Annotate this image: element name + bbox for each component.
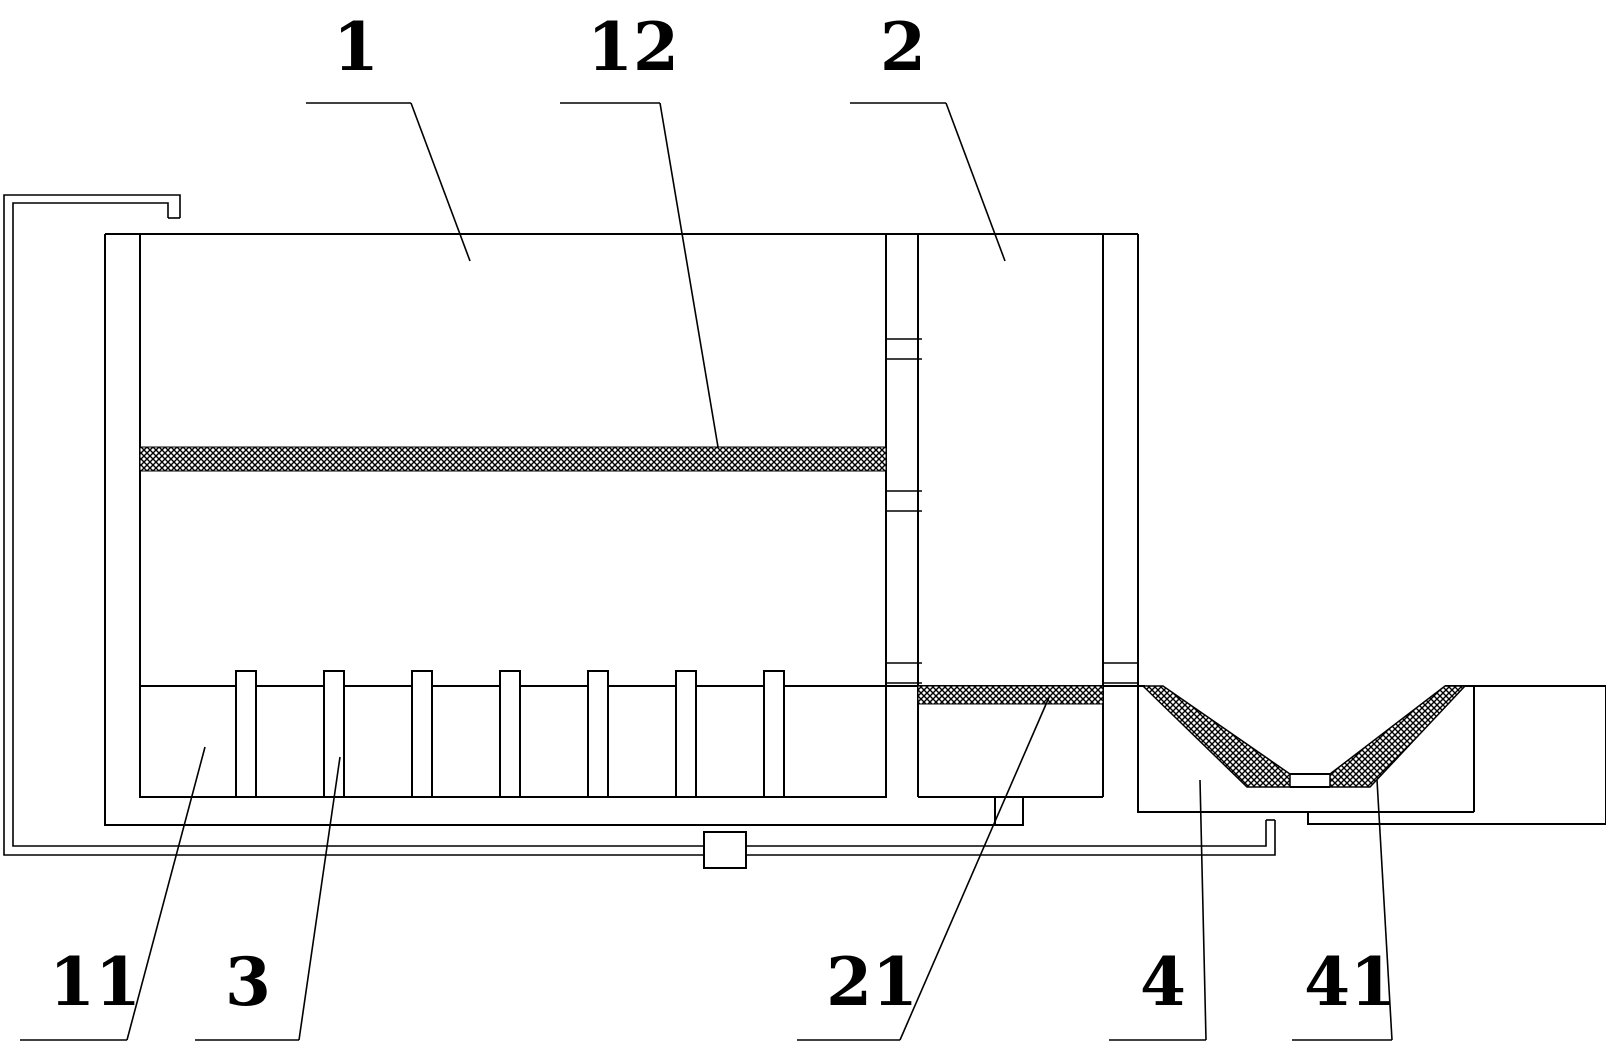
label-21: 21 — [826, 943, 918, 1021]
tank-2-walls — [918, 234, 1139, 825]
distribution-pipe — [763, 670, 785, 798]
mesh-21 — [917, 685, 1104, 705]
pump-box — [703, 831, 747, 869]
distribution-pipe — [587, 670, 609, 798]
label-11: 11 — [49, 943, 141, 1021]
mesh-41-right — [1329, 685, 1467, 788]
label-1: 1 — [333, 8, 379, 86]
mesh-41-left — [1141, 685, 1291, 788]
distribution-pipe — [235, 670, 257, 798]
distribution-pipe — [323, 670, 345, 798]
label-2: 2 — [880, 8, 926, 86]
label-12: 12 — [587, 8, 679, 86]
label-3: 3 — [225, 943, 271, 1021]
distribution-pipes — [235, 670, 785, 798]
mesh-12 — [139, 446, 887, 472]
leader-lines — [20, 102, 1393, 1041]
channel-4 — [1137, 685, 1606, 825]
distribution-pipe — [675, 670, 697, 798]
partition-wall — [885, 234, 922, 797]
label-41: 41 — [1304, 943, 1396, 1021]
return-pipe — [3, 194, 1276, 856]
distribution-pipe — [499, 670, 521, 798]
distribution-pipe — [411, 670, 433, 798]
label-4: 4 — [1140, 943, 1186, 1021]
